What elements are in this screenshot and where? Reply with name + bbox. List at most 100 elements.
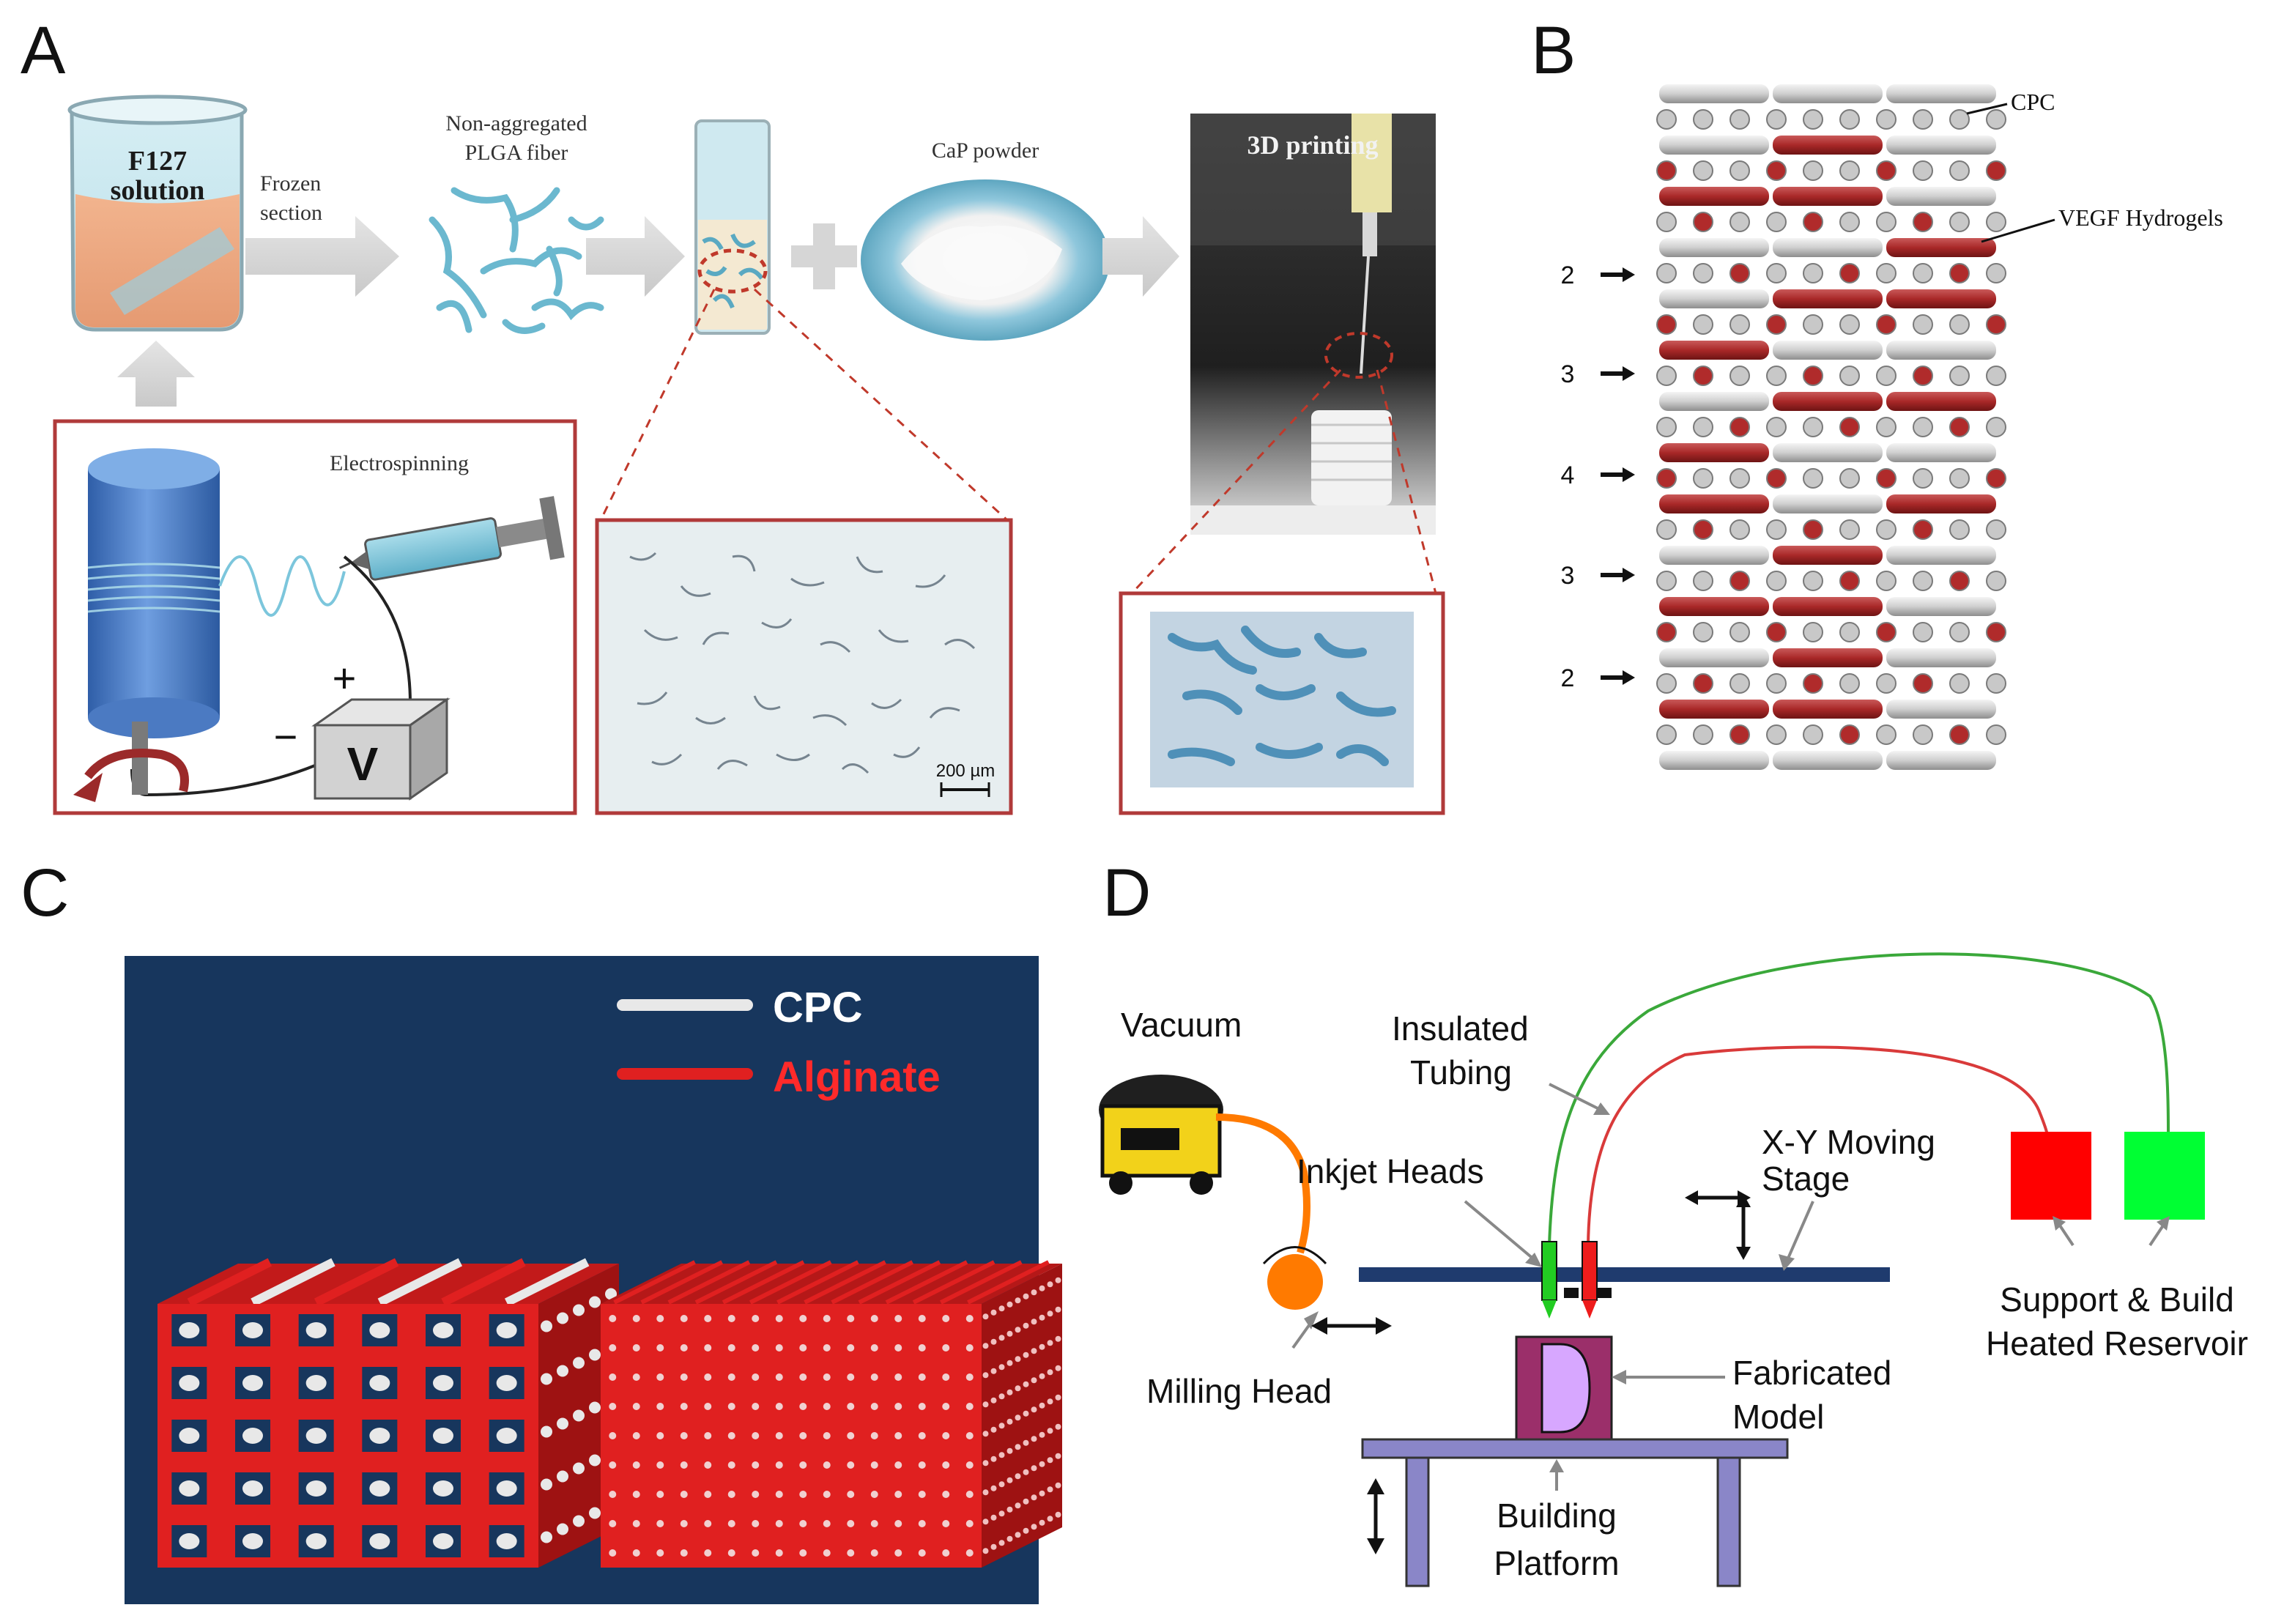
pore	[775, 1315, 783, 1322]
side-strut-end	[1047, 1398, 1053, 1405]
side-strut-end	[1039, 1461, 1045, 1467]
pore	[965, 1432, 974, 1439]
side-strut-end	[557, 1417, 568, 1430]
pore	[823, 1549, 831, 1557]
pore	[870, 1344, 878, 1352]
pore	[632, 1549, 640, 1557]
cpc-cross-section	[1839, 109, 1860, 130]
cpc-strut-end	[179, 1533, 200, 1549]
cpc-strut	[1659, 84, 1769, 103]
pore	[775, 1461, 783, 1469]
vegf-hydrogel-strut	[1773, 392, 1883, 411]
cpc-strut	[1886, 546, 1996, 565]
vegf-hydrogels-label: VEGF Hydrogels	[2058, 204, 2223, 231]
cpc-cross-section	[1803, 314, 1823, 335]
side-strut-end	[1039, 1490, 1045, 1497]
pore	[942, 1403, 950, 1410]
cpc-strut-end	[369, 1533, 390, 1549]
pore	[847, 1520, 855, 1527]
cpc-cross-section	[1913, 468, 1933, 489]
pore	[752, 1549, 760, 1557]
side-strut-end	[1039, 1431, 1045, 1438]
cpc-cross-section	[1986, 366, 2006, 386]
pore	[847, 1491, 855, 1498]
rotation-arrow-icon	[84, 749, 189, 793]
pore	[680, 1491, 688, 1498]
vegf-hydrogel-cross-section	[1949, 417, 1970, 437]
cpc-cross-section	[1693, 468, 1713, 489]
top-strut	[749, 1260, 832, 1305]
arrow-to-printing-icon	[1102, 216, 1179, 297]
cpc-cross-section	[1729, 519, 1750, 540]
cpc-cross-section	[1839, 468, 1860, 489]
side-strut-end	[1023, 1527, 1029, 1534]
side-strut-end	[990, 1456, 997, 1462]
side-strut-end	[998, 1305, 1005, 1312]
cpc-cross-section	[1913, 417, 1933, 437]
pore	[656, 1344, 664, 1352]
vegf-hydrogel-cross-section	[1986, 622, 2006, 642]
scaffold-cube-coarse	[157, 1258, 619, 1568]
side-strut-end	[990, 1309, 997, 1316]
vegf-hydrogel-strut	[1659, 341, 1769, 360]
pore	[656, 1491, 664, 1498]
pore	[823, 1403, 831, 1410]
side-strut-end	[1006, 1360, 1013, 1366]
cpc-strut-end	[433, 1428, 453, 1444]
pore	[656, 1549, 664, 1557]
side-strut-end	[998, 1423, 1005, 1429]
plus-combine-icon	[791, 223, 857, 289]
vegf-hydrogel-strut	[1773, 648, 1883, 667]
side-strut-end	[589, 1349, 601, 1361]
side-strut-end	[1006, 1418, 1013, 1425]
side-strut-end	[1047, 1457, 1053, 1464]
cpc-cross-section	[1803, 417, 1823, 437]
side-strut-end	[1006, 1447, 1013, 1454]
pore	[727, 1461, 735, 1469]
pore	[894, 1491, 902, 1498]
cpc-cross-section	[1766, 212, 1787, 232]
pore	[727, 1549, 735, 1557]
pore	[727, 1491, 735, 1498]
side-strut-end	[990, 1543, 997, 1550]
pore	[965, 1491, 974, 1498]
cpc-strut-end	[369, 1375, 390, 1391]
cpc-cross-section	[1949, 160, 1970, 181]
side-strut-end	[982, 1343, 989, 1349]
cpc-cross-section	[1656, 571, 1677, 591]
pore	[680, 1461, 688, 1469]
side-strut-end	[990, 1485, 997, 1491]
side-strut-end	[998, 1540, 1005, 1546]
cpc-cross-section	[1839, 212, 1860, 232]
side-strut-end	[1015, 1502, 1021, 1509]
pore	[847, 1549, 855, 1557]
cpc-strut-end	[496, 1533, 517, 1549]
cpc-cross-section	[1693, 314, 1713, 335]
side-strut-end	[1015, 1356, 1021, 1362]
panel-c: C CPC Alginate	[21, 856, 1062, 1604]
cpc-cross-section	[1949, 109, 1970, 130]
arrow-to-fiber-icon	[245, 216, 399, 297]
side-strut-end	[541, 1320, 552, 1332]
cpc-cross-section	[1656, 366, 1677, 386]
building-platform	[1361, 1438, 1789, 1459]
side-strut-end	[1039, 1519, 1045, 1526]
support-reservoir	[2011, 1132, 2091, 1220]
top-strut	[722, 1260, 805, 1305]
side-strut-end	[990, 1338, 997, 1345]
milling-double-arrow-icon	[1311, 1317, 1392, 1335]
vegf-hydrogel-cross-section	[1876, 314, 1897, 335]
build-reservoir	[2124, 1132, 2205, 1220]
cpc-cross-section	[1729, 366, 1750, 386]
side-strut-end	[541, 1531, 552, 1543]
cpc-cross-section	[1876, 212, 1897, 232]
pore	[752, 1403, 760, 1410]
pore	[894, 1520, 902, 1527]
pore	[918, 1549, 926, 1557]
cpc-cross-section	[1656, 724, 1677, 745]
building-platform-line1: Building	[1497, 1497, 1617, 1535]
pore	[823, 1461, 831, 1469]
cpc-cross-section	[1986, 673, 2006, 694]
pore	[704, 1315, 712, 1322]
